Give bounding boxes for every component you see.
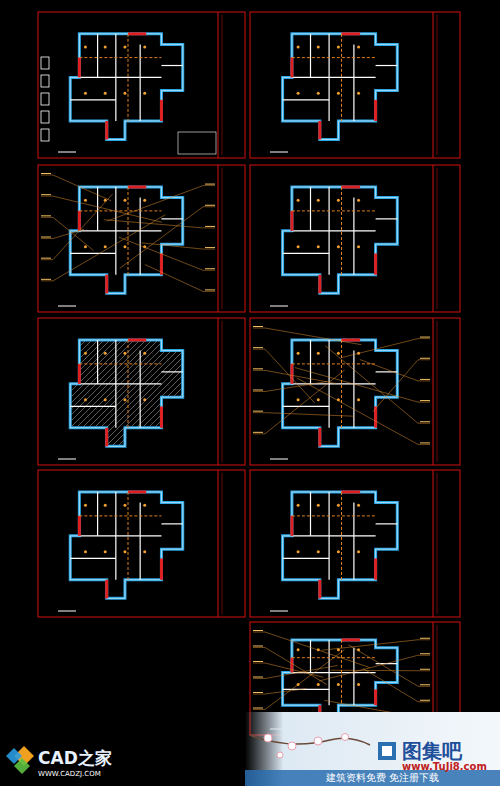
drawing-sheet (250, 470, 460, 617)
drawing-sheet (38, 318, 245, 465)
drawing-sheet (38, 12, 245, 158)
watermark-panel (245, 712, 500, 786)
watermark-band (245, 770, 500, 786)
cadzj-logo-icon (6, 746, 34, 774)
drawing-sheet (38, 470, 245, 617)
watermark-slogan: 建筑资料免费 免注册下载 (326, 772, 439, 783)
tuji-logo-icon (378, 742, 396, 760)
watermark-url: www.TuJi8.com (402, 761, 487, 772)
site-url: WWW.CADZJ.COM (38, 771, 101, 779)
drawing-sheet (250, 12, 460, 158)
drawing-sheet (250, 318, 460, 465)
watermark-title: 图集吧 (402, 740, 462, 762)
drawing-sheet (250, 165, 460, 312)
flower-branch (250, 734, 370, 759)
site-logo-text: CAD之家 (38, 749, 112, 768)
drawing-sheet (38, 165, 245, 312)
